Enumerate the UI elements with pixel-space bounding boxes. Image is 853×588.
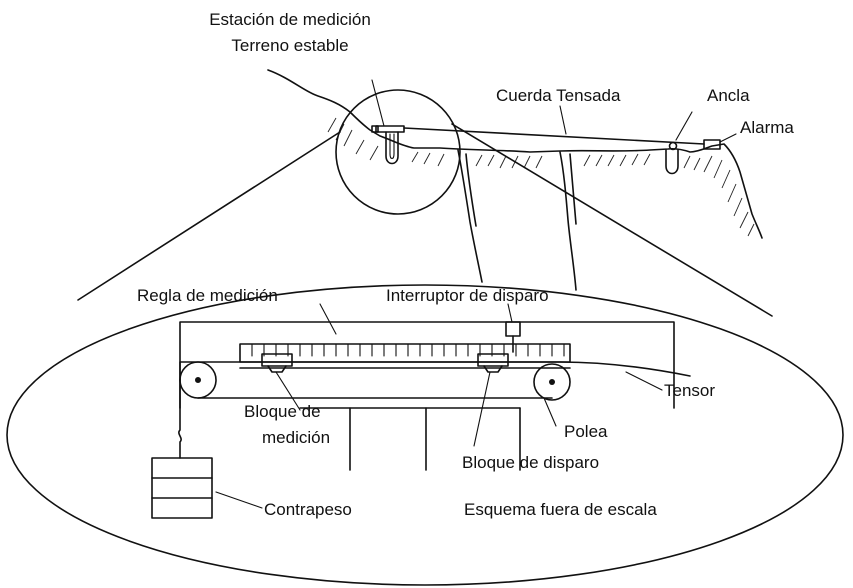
wire <box>179 361 691 399</box>
pulley-callout <box>543 397 557 427</box>
detail-callouts <box>215 303 663 509</box>
crack-left <box>457 149 483 283</box>
measuring-block-foot <box>267 365 287 373</box>
anchor-post <box>665 149 679 175</box>
zoom-tangent-right <box>451 123 773 317</box>
trigger-switch <box>505 321 521 337</box>
measuring-block-label-line2: medición <box>262 428 330 447</box>
station-callout <box>371 79 385 127</box>
detail-ellipse <box>6 284 844 586</box>
alarm-callout <box>719 133 737 143</box>
pulley-label: Polea <box>564 422 608 441</box>
taut-rope <box>403 127 705 145</box>
trigger-block-foot <box>483 365 503 373</box>
detail-mechanism <box>151 321 691 519</box>
scale-note: Esquema fuera de escala <box>464 500 657 519</box>
left-pulley-hub <box>195 377 201 383</box>
ruler-callout <box>319 303 337 335</box>
tensor-label: Tensor <box>664 381 715 400</box>
switch-callout <box>507 303 513 323</box>
measuring-station-post <box>371 125 405 165</box>
anchor-callout <box>675 111 693 141</box>
rope-callout <box>559 105 567 135</box>
taut-rope-label: Cuerda Tensada <box>496 86 621 105</box>
right-pulley-hub <box>549 379 555 385</box>
ruler-label: Regla de medición <box>137 286 278 305</box>
zoom-tangent-left <box>77 131 341 301</box>
station-label-line1: Estación de medición <box>209 10 371 29</box>
frame <box>179 321 675 409</box>
counterweight-cable <box>178 379 182 459</box>
trigger-block <box>477 353 509 367</box>
anchor-label: Ancla <box>707 86 750 105</box>
crack-right <box>559 151 577 291</box>
counterweight-label: Contrapeso <box>264 500 352 519</box>
trigger-switch-label: Interruptor de disparo <box>386 286 549 305</box>
measuring-ruler <box>239 343 571 363</box>
zoom-circle <box>335 89 461 215</box>
right-pulley <box>533 363 571 401</box>
tensor-callout <box>625 371 663 391</box>
top-callouts <box>371 79 737 143</box>
measuring-block <box>261 353 293 367</box>
station-label-line2: Terreno estable <box>231 36 348 55</box>
labels: Estación de medición Terreno estable Cue… <box>137 10 794 519</box>
alarm-label: Alarma <box>740 118 794 137</box>
counterweight-callout <box>215 491 263 509</box>
counterweight <box>151 457 213 519</box>
measuring-block-callout <box>275 371 301 411</box>
trigger-block-label: Bloque de disparo <box>462 453 599 472</box>
ruler-ticks <box>251 343 565 357</box>
measuring-block-label-line1: Bloque de <box>244 402 321 421</box>
trigger-block-callout <box>473 371 491 447</box>
